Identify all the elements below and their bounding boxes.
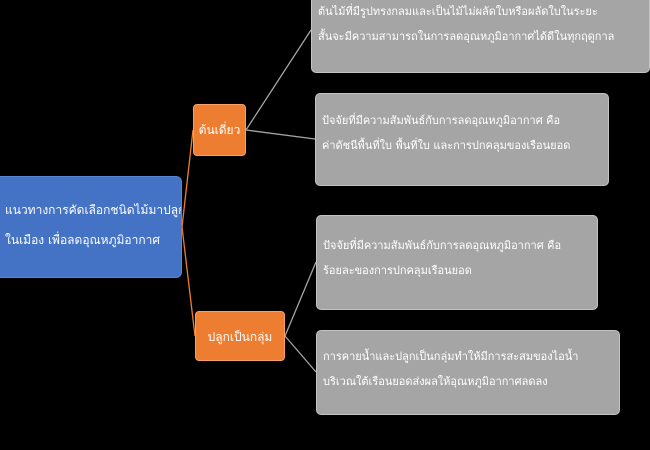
connector-branch-1-to-leaf-2 xyxy=(245,129,316,140)
leaf-node-line: สั้นจะมีความสามารถในการลดอุณหภูมิอากาศได… xyxy=(318,30,615,43)
leaf-node-line: ร้อยละของการปกคลุมเรือนยอด xyxy=(323,264,472,277)
root-node-line-2: ในเมือง เพื่อลดอุณหภูมิอากาศ xyxy=(5,233,160,247)
leaf-node-4: การคายน้ำและปลูกเป็นกลุ่มทำให้มีการสะสมข… xyxy=(316,330,620,415)
branch-node-group-planting: ปลูกเป็นกลุ่ม xyxy=(195,311,285,361)
connector-branch-2-to-leaf-3 xyxy=(284,261,317,337)
root-node: แนวทางการคัดเลือกชนิดไม้มาปลูก ในเมือง เ… xyxy=(0,176,182,278)
connector-root-to-branch-1 xyxy=(181,129,194,228)
leaf-node-1: ต้นไม้ที่มีรูปทรงกลมและเป็นไม้ไม่ผลัดใบห… xyxy=(311,0,650,73)
leaf-node-3: ปัจจัยที่มีความสัมพันธ์กับการลดอุณหภูมิอ… xyxy=(316,215,598,310)
leaf-node-line: ค่าดัชนีพื้นที่ใบ พื้นที่ใบ และการปกคลุม… xyxy=(322,139,571,152)
branch-node-single-tree: ต้นเดี่ยว xyxy=(193,104,246,156)
leaf-node-line: การคายน้ำและปลูกเป็นกลุ่มทำให้มีการสะสมข… xyxy=(323,350,579,363)
connector-root-to-branch-2 xyxy=(181,226,196,337)
leaf-node-line: ปัจจัยที่มีความสัมพันธ์กับการลดอุณหภูมิอ… xyxy=(323,239,562,252)
connector-branch-2-to-leaf-4 xyxy=(284,335,317,373)
leaf-node-line: ปัจจัยที่มีความสัมพันธ์กับการลดอุณหภูมิอ… xyxy=(322,114,561,127)
leaf-node-line: ต้นไม้ที่มีรูปทรงกลมและเป็นไม้ไม่ผลัดใบห… xyxy=(318,5,598,18)
branch-node-label: ปลูกเป็นกลุ่ม xyxy=(207,330,273,344)
root-node-line-1: แนวทางการคัดเลือกชนิดไม้มาปลูก xyxy=(5,203,182,217)
branch-node-label: ต้นเดี่ยว xyxy=(198,123,241,137)
leaf-node-2: ปัจจัยที่มีความสัมพันธ์กับการลดอุณหภูมิอ… xyxy=(315,93,609,186)
connector-branch-1-to-leaf-1 xyxy=(245,29,312,131)
leaf-node-line: บริเวณใต้เรือนยอดส่งผลให้อุณหภูมิอากาศลด… xyxy=(323,375,548,388)
